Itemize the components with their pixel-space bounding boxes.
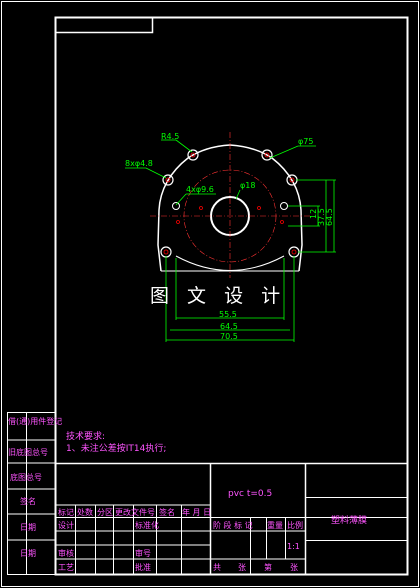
rev-header: 分区 bbox=[97, 508, 113, 517]
sheet-label: 张 bbox=[290, 563, 298, 572]
bolt-circle bbox=[183, 169, 277, 263]
left-strip: 借(通)用件登记 旧底图总号 底图总号 签名 日期 日期 bbox=[7, 412, 62, 575]
strip-label-6: 日期 bbox=[20, 549, 36, 558]
dim-12: 12 bbox=[309, 209, 318, 219]
rev-header: 签名 bbox=[159, 507, 175, 517]
dim-4holes: 4xφ9.6 bbox=[186, 185, 214, 194]
material-text: pvc t=0.5 bbox=[228, 489, 272, 499]
strip-label-5: 日期 bbox=[20, 523, 36, 532]
outer-hole bbox=[172, 202, 180, 210]
stage-header: 阶 段 标 记 bbox=[213, 520, 253, 530]
strip-label-2: 旧底图总号 bbox=[8, 447, 48, 457]
outer-hole bbox=[280, 202, 288, 210]
part-outline bbox=[157, 144, 303, 272]
sheet-label: 共 bbox=[213, 563, 221, 572]
vertical-dims bbox=[288, 179, 336, 253]
strip-label-1: 借(通)用件登记 bbox=[8, 416, 62, 426]
outer-hole bbox=[261, 149, 273, 161]
outer-hole bbox=[162, 174, 174, 186]
mid-label-standard: 标准化 bbox=[135, 520, 159, 530]
watermark: 图 文 设 计 bbox=[150, 285, 286, 307]
dim-705: 70.5 bbox=[220, 332, 238, 341]
sheet-label: 第 bbox=[264, 562, 272, 572]
inner-holes bbox=[176, 206, 284, 224]
mid-label-approve: 批准 bbox=[135, 562, 151, 572]
dim-phi75: φ75 bbox=[298, 137, 313, 146]
outer-hole bbox=[288, 246, 300, 258]
mid-label-number: 审号 bbox=[135, 548, 151, 558]
rev-header: 处数 bbox=[77, 507, 93, 517]
strip-label-4: 签名 bbox=[20, 496, 36, 506]
sheet-label: 张 bbox=[238, 563, 246, 572]
row-label-review: 审核 bbox=[58, 548, 74, 558]
notes-line1: 1、未注公差按IT14执行; bbox=[66, 442, 166, 454]
dim-375: 37.5 bbox=[317, 208, 326, 226]
code-box bbox=[54, 17, 154, 34]
dim-r45: R4.5 bbox=[161, 132, 179, 141]
part-name: 塑料薄膜 bbox=[331, 514, 367, 526]
scale-header: 比例 bbox=[287, 520, 303, 530]
rev-header: 更改文件号 bbox=[115, 507, 155, 517]
inner-frame bbox=[54, 16, 409, 576]
dim-555: 55.5 bbox=[219, 310, 237, 319]
rev-header: 年 月 日 bbox=[182, 507, 211, 517]
row-label-process: 工艺 bbox=[58, 563, 74, 572]
title-block bbox=[55, 462, 408, 575]
leaders bbox=[125, 139, 316, 206]
outer-hole bbox=[187, 149, 199, 161]
bottom-arc bbox=[175, 255, 285, 271]
dim-645-h: 64.5 bbox=[220, 322, 238, 331]
dim-8holes: 8xφ4.8 bbox=[125, 159, 153, 168]
dim-phi18: φ18 bbox=[240, 181, 255, 190]
notes-title: 技术要求: bbox=[66, 430, 105, 442]
dim-645-v: 64.5 bbox=[325, 208, 334, 226]
horizontal-dims bbox=[165, 256, 295, 342]
scale-value: 1:1 bbox=[287, 542, 300, 551]
row-label-design: 设计 bbox=[58, 520, 74, 530]
strip-label-3: 底图总号 bbox=[10, 472, 42, 482]
rev-header: 标记 bbox=[58, 507, 74, 517]
outer-hole bbox=[160, 246, 172, 258]
weight-header: 重量 bbox=[267, 520, 283, 530]
